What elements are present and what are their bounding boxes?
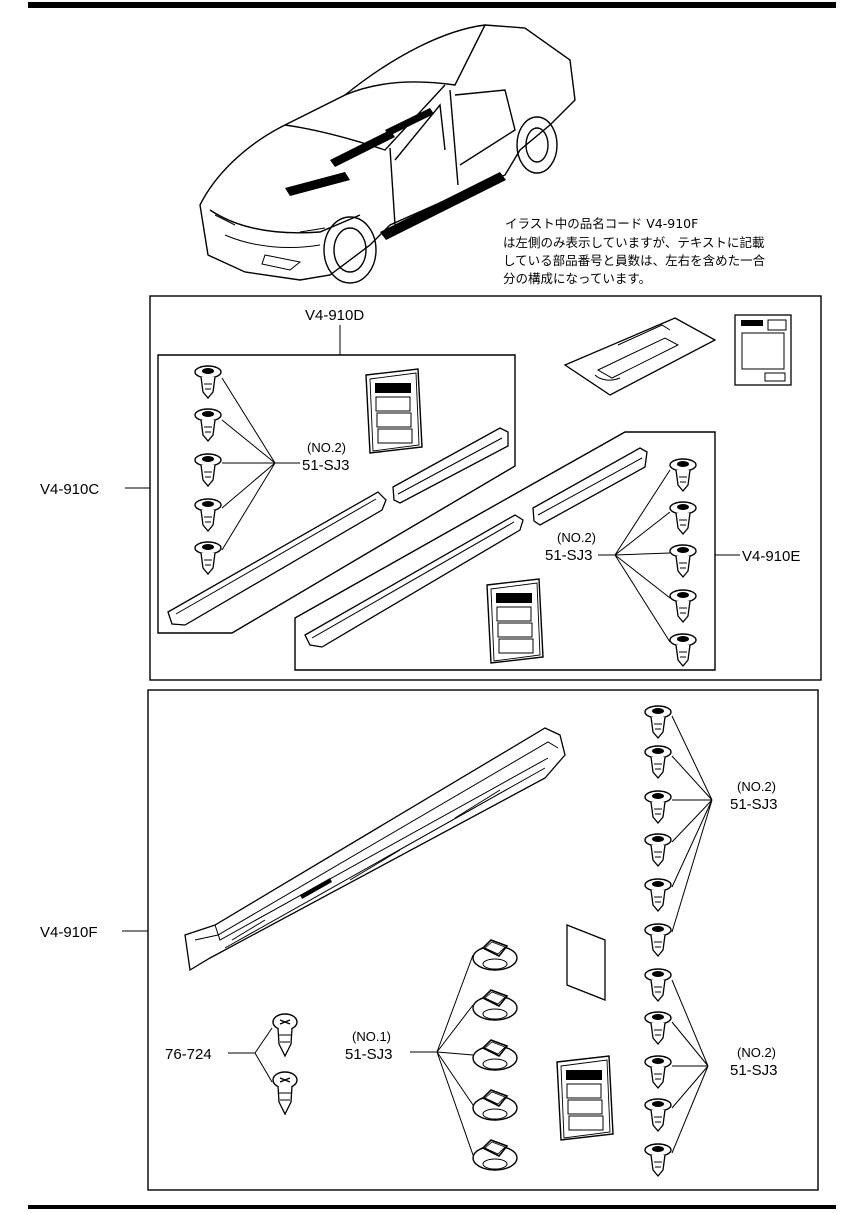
v4-910e-clips [598, 458, 697, 667]
note-line-3: している部品番号と員数は、左右を含めた一合 [503, 253, 766, 268]
note: イラスト中の品名コード V4-910F は左側のみ表示していますが、テキストに記… [503, 216, 766, 286]
callout-f-lower-no: (NO.2) [737, 1045, 776, 1060]
callout-f-retainers-part: 51-SJ3 [345, 1046, 393, 1063]
top-rule [28, 2, 836, 8]
label-v4-910e: V4-910E [742, 548, 800, 565]
frame-v4-910f [147, 689, 819, 1191]
v4-910e-moldings [304, 447, 648, 648]
callout-d-part: 51-SJ3 [302, 457, 350, 474]
callout-f-upper-no: (NO.2) [737, 779, 776, 794]
callout-f-upper-part: 51-SJ3 [730, 796, 778, 813]
v4-910e-booklet [486, 578, 544, 664]
frame-v4-910d [157, 354, 516, 634]
v4-910f-retainers [410, 939, 518, 1171]
v4-910d-moldings [167, 427, 509, 626]
v4-910d-booklet [365, 368, 423, 454]
label-v4-910d: V4-910D [305, 307, 364, 324]
label-76-724: 76-724 [165, 1046, 212, 1063]
v4-910f-lower-clips [644, 968, 709, 1177]
callout-e-no: (NO.2) [557, 530, 596, 545]
car-illustration [199, 24, 576, 284]
label-v4-910c: V4-910C [40, 481, 99, 498]
note-line-1: イラスト中の品名コード V4-910F [505, 216, 698, 231]
v4-910f-side-skirt [184, 727, 566, 972]
v4-910f-booklet [556, 1055, 614, 1141]
note-line-2: は左側のみ表示していますが、テキストに記載 [503, 235, 765, 250]
note-line-4: 分の構成になっています。 [503, 271, 651, 286]
frame-v4-910e [294, 431, 716, 671]
label-v4-910f: V4-910F [40, 924, 98, 941]
callout-f-lower-part: 51-SJ3 [730, 1062, 778, 1079]
callout-f-retainers-no: (NO.1) [352, 1029, 391, 1044]
callout-d-no: (NO.2) [307, 440, 346, 455]
v4-910f-screws [228, 1013, 298, 1115]
top-right-parts [563, 314, 792, 396]
v4-910f-sheet [566, 924, 606, 1001]
bottom-rule [28, 1205, 836, 1209]
v4-910f-upper-clips [644, 705, 713, 957]
callout-e-part: 51-SJ3 [545, 547, 593, 564]
v4-910d-clips [194, 365, 300, 575]
